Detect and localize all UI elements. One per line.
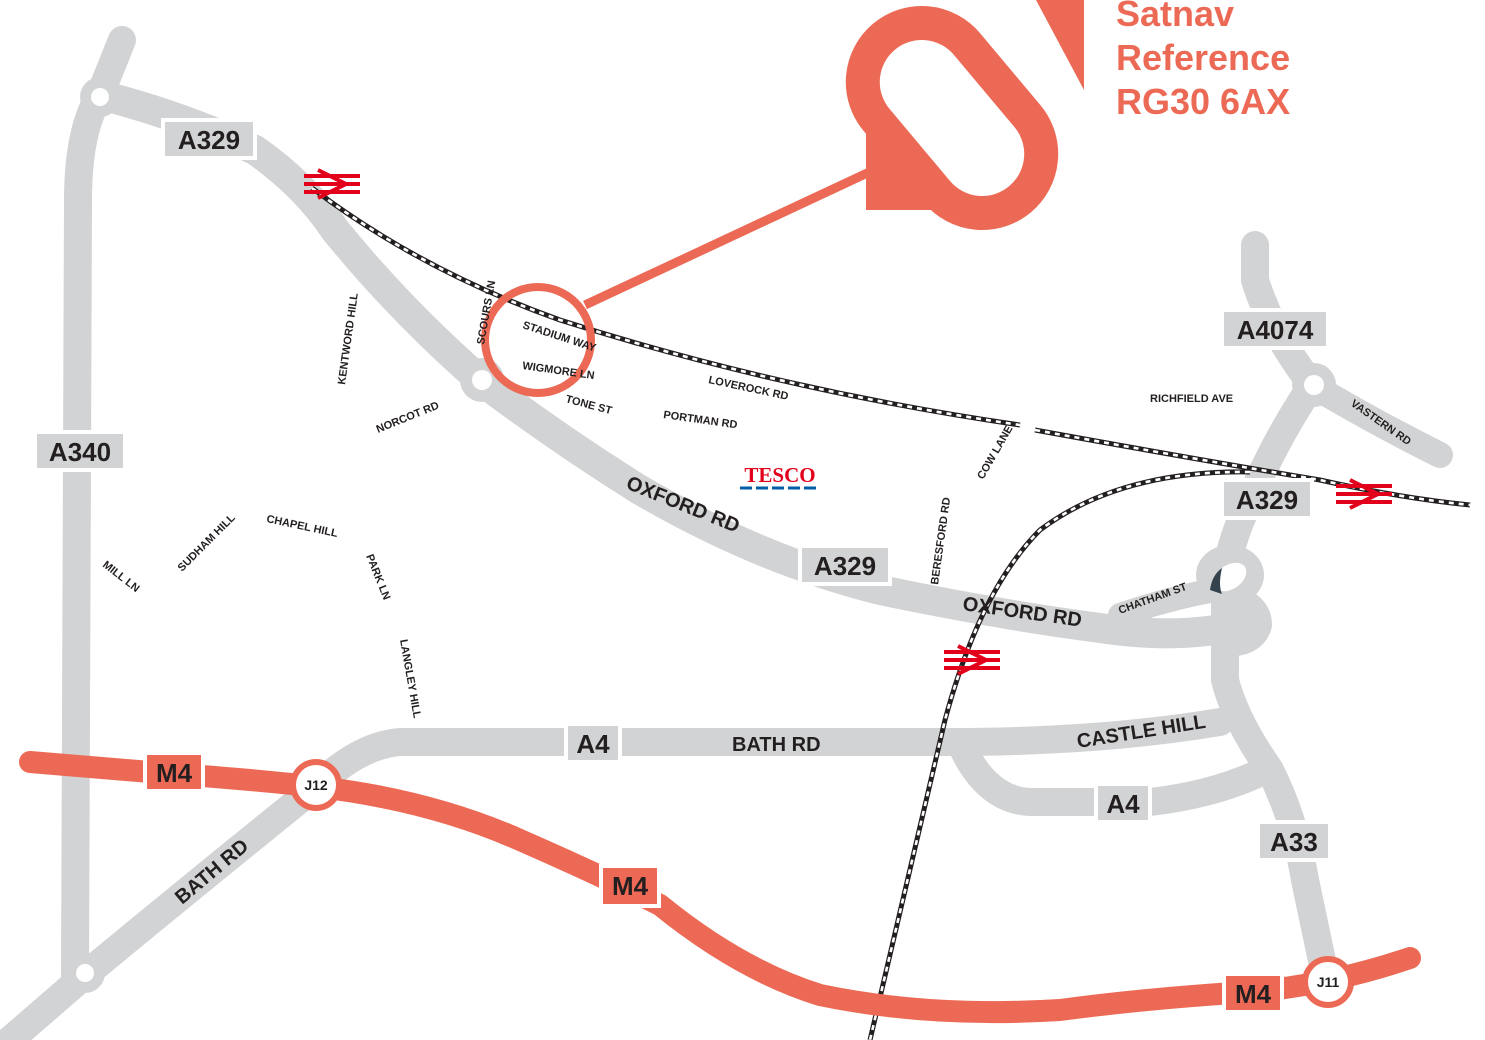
svg-text:M4: M4 bbox=[1235, 979, 1272, 1009]
railway-east-line bbox=[1034, 427, 1471, 508]
svg-text:A33: A33 bbox=[1270, 827, 1318, 857]
satnav-line-2: Reference bbox=[1116, 37, 1291, 78]
motorway-m4 bbox=[19, 751, 1421, 1024]
national-rail-icon bbox=[1336, 478, 1392, 510]
svg-text:J11: J11 bbox=[1317, 974, 1340, 990]
road-bath-rd-sw bbox=[0, 771, 332, 1040]
svg-text:A329: A329 bbox=[1236, 485, 1298, 515]
satnav-reference: Satnav Reference RG30 6AX bbox=[1116, 0, 1290, 124]
tesco-logo: TESCO bbox=[740, 463, 816, 490]
street-bath-rd-left: BATH RD bbox=[171, 835, 253, 909]
svg-text:A4074: A4074 bbox=[1237, 315, 1314, 345]
street-park-ln: PARK LN bbox=[363, 553, 392, 602]
street-chapel-hill: CHAPEL HILL bbox=[265, 513, 339, 540]
road-label-a4074: A4074 bbox=[1220, 308, 1330, 350]
location-pin-icon bbox=[481, 0, 1084, 397]
national-rail-icon bbox=[944, 644, 1000, 676]
street-portman-rd: PORTMAN RD bbox=[663, 409, 739, 431]
svg-text:A4: A4 bbox=[576, 729, 610, 759]
street-cow-lane: COW LANE bbox=[975, 424, 1015, 482]
road-oxford-rd bbox=[465, 365, 1255, 649]
road-a4-lower bbox=[946, 728, 1269, 816]
road-a4-bath-rd bbox=[304, 708, 1234, 799]
svg-text:A340: A340 bbox=[49, 437, 111, 467]
junction-j12: J12 bbox=[290, 759, 342, 811]
street-sudham-hill: SUDHAM HILL bbox=[176, 512, 238, 574]
destination-circle bbox=[481, 283, 595, 397]
road-label-a4-lower: A4 bbox=[1094, 782, 1152, 824]
satnav-postcode: RG30 6AX bbox=[1116, 81, 1291, 122]
satnav-line-1: Satnav bbox=[1116, 0, 1235, 34]
road-label-a329-mid: A329 bbox=[798, 544, 892, 586]
junction-j11: J11 bbox=[1302, 956, 1354, 1008]
street-norcot-rd: NORCOT RD bbox=[375, 400, 441, 436]
motorway-label-m4-left: M4 bbox=[143, 751, 205, 793]
svg-text:A329: A329 bbox=[178, 125, 240, 155]
road-label-a329-top: A329 bbox=[161, 118, 257, 160]
street-beresford-rd: BERESFORD RD bbox=[929, 497, 953, 586]
roundabouts bbox=[65, 77, 1336, 993]
road-label-a329-right: A329 bbox=[1220, 478, 1314, 520]
motorway-label-m4-right: M4 bbox=[1222, 972, 1284, 1014]
road-label-a340: A340 bbox=[33, 430, 127, 472]
street-tone-st: TONE ST bbox=[564, 393, 613, 417]
road-label-a4-center: A4 bbox=[564, 722, 622, 764]
street-mill-ln: MILL LN bbox=[100, 559, 141, 595]
road-label-a33: A33 bbox=[1256, 820, 1332, 862]
street-kentword-hill: KENTWORD HILL bbox=[336, 292, 361, 385]
street-richfield-ave: RICHFIELD AVE bbox=[1150, 393, 1233, 405]
car-park-icon bbox=[1210, 568, 1222, 594]
street-langley-hill: LANGLEY HILL bbox=[397, 638, 423, 719]
svg-text:M4: M4 bbox=[612, 871, 649, 901]
road-a329-west bbox=[85, 80, 495, 395]
road-network bbox=[0, 26, 1453, 1040]
street-bath-rd-center: BATH RD bbox=[732, 734, 821, 756]
svg-text:A4: A4 bbox=[1106, 789, 1140, 819]
national-rail-icon bbox=[304, 168, 360, 200]
svg-text:M4: M4 bbox=[156, 758, 193, 788]
svg-text:J12: J12 bbox=[304, 777, 328, 793]
motorway-label-m4-mid: M4 bbox=[599, 864, 661, 908]
svg-text:TESCO: TESCO bbox=[744, 463, 815, 487]
svg-text:A329: A329 bbox=[814, 551, 876, 581]
road-a340 bbox=[61, 26, 136, 989]
